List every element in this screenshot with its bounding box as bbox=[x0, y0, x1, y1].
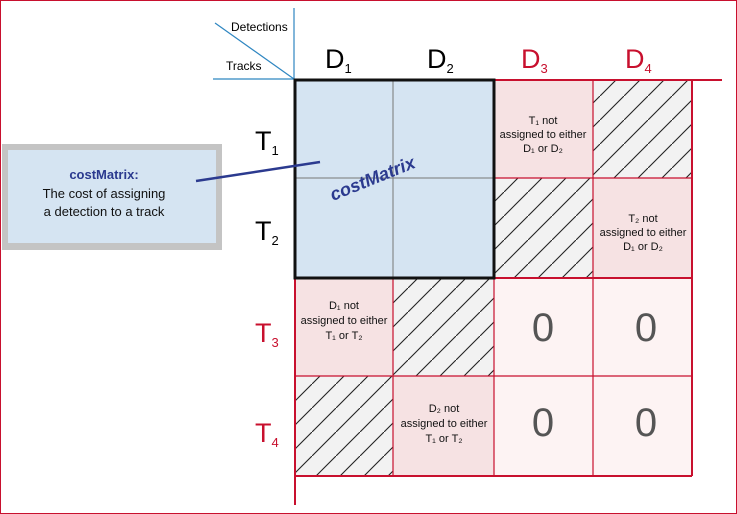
zero-t4-d4: 0 bbox=[635, 401, 657, 445]
column-header-d4: D4 bbox=[625, 44, 652, 76]
column-header-d2: D2 bbox=[427, 44, 454, 76]
svg-text:D₁ or D₂: D₁ or D₂ bbox=[523, 143, 563, 155]
cell-t3-d2-hatched bbox=[393, 278, 494, 376]
row-header-t4: T4 bbox=[255, 418, 279, 450]
column-header-d3: D3 bbox=[521, 44, 548, 76]
corner-label-tracks: Tracks bbox=[226, 59, 262, 73]
cell-text-t2-d4: T₂ not assigned to either D₁ or D₂ bbox=[600, 213, 687, 253]
svg-text:D₂ not: D₂ not bbox=[429, 403, 460, 415]
cell-t1-d4-hatched bbox=[593, 80, 692, 178]
cost-matrix-region bbox=[295, 80, 494, 278]
zero-t3-d4: 0 bbox=[635, 306, 657, 350]
cell-text-t4-d2: D₂ not assigned to either T₁ or T₂ bbox=[401, 403, 488, 445]
cell-text-t1-d3: T₁ not assigned to either D₁ or D₂ bbox=[500, 115, 587, 155]
svg-text:T₁ not: T₁ not bbox=[529, 115, 558, 127]
svg-text:D₁ not: D₁ not bbox=[329, 300, 359, 312]
cell-t3-d1 bbox=[295, 278, 393, 376]
zero-t3-d3: 0 bbox=[532, 306, 554, 350]
svg-text:T₁ or T₂: T₁ or T₂ bbox=[325, 330, 362, 342]
callout-box bbox=[8, 150, 216, 243]
row-header-t2: T2 bbox=[255, 216, 279, 248]
corner-diagonal bbox=[214, 22, 295, 80]
corner-label-detections: Detections bbox=[231, 20, 288, 34]
callout-line-1: The cost of assigning bbox=[43, 186, 166, 201]
column-header-d1: D1 bbox=[325, 44, 352, 76]
cell-t2-d3-hatched bbox=[494, 178, 593, 278]
cell-t2-d4 bbox=[593, 178, 692, 278]
cost-matrix-border bbox=[293, 78, 496, 280]
callout-title: costMatrix: bbox=[69, 167, 138, 182]
svg-text:T₁ or T₂: T₁ or T₂ bbox=[425, 433, 462, 445]
svg-text:assigned to either: assigned to either bbox=[401, 418, 488, 430]
svg-text:assigned to either: assigned to either bbox=[500, 129, 587, 141]
svg-text:assigned to either: assigned to either bbox=[600, 227, 687, 239]
svg-text:assigned to either: assigned to either bbox=[301, 315, 388, 327]
cell-text-t3-d1: D₁ not assigned to either T₁ or T₂ bbox=[301, 300, 388, 342]
row-header-t1: T1 bbox=[255, 126, 279, 158]
zero-t4-d3: 0 bbox=[532, 401, 554, 445]
callout-line-2: a detection to a track bbox=[44, 204, 165, 219]
callout-connector-line bbox=[195, 160, 321, 183]
svg-text:T₂ not: T₂ not bbox=[628, 213, 657, 225]
svg-text:D₁ or D₂: D₁ or D₂ bbox=[623, 241, 663, 253]
row-header-t3: T3 bbox=[255, 318, 279, 350]
cell-t4-d1-hatched bbox=[295, 376, 393, 476]
cell-t1-d3 bbox=[494, 80, 593, 178]
cell-t4-d2 bbox=[393, 376, 494, 476]
